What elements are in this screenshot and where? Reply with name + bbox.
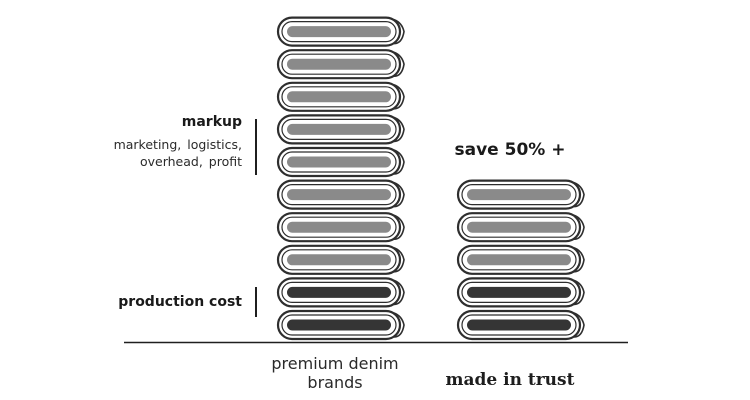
premium-production-item: [276, 277, 405, 308]
premium-markup-item: [276, 212, 405, 243]
premium-markup-item: [276, 146, 405, 178]
trust-markup-item: [456, 212, 585, 243]
production-cost-bracket: [255, 287, 257, 317]
trust-production-item: [456, 277, 585, 308]
premium-markup-item: [276, 49, 405, 80]
premium-markup-item: [276, 16, 405, 47]
trust-markup-item: [456, 179, 585, 210]
premium-markup-item: [276, 81, 405, 112]
premium-markup-item: [276, 244, 405, 275]
premium-markup-item: [276, 179, 405, 210]
savings-label: save 50% +: [454, 140, 566, 160]
made-in-trust-caption: made in trust: [445, 370, 575, 390]
premium-brands-stack: [276, 16, 405, 341]
premium-production-item: [276, 309, 405, 341]
premium-markup-item: [276, 114, 405, 145]
premium-brands-caption: premium denim brands: [271, 354, 399, 392]
markup-description: marketing, logistics, overhead, profit: [113, 137, 242, 169]
production-cost-title: production cost: [118, 294, 242, 310]
made-in-trust-stack: [456, 179, 585, 341]
trust-markup-item: [456, 244, 585, 275]
markup-title: markup: [181, 114, 242, 130]
markup-bracket: [255, 119, 257, 175]
trust-production-item: [456, 309, 585, 341]
